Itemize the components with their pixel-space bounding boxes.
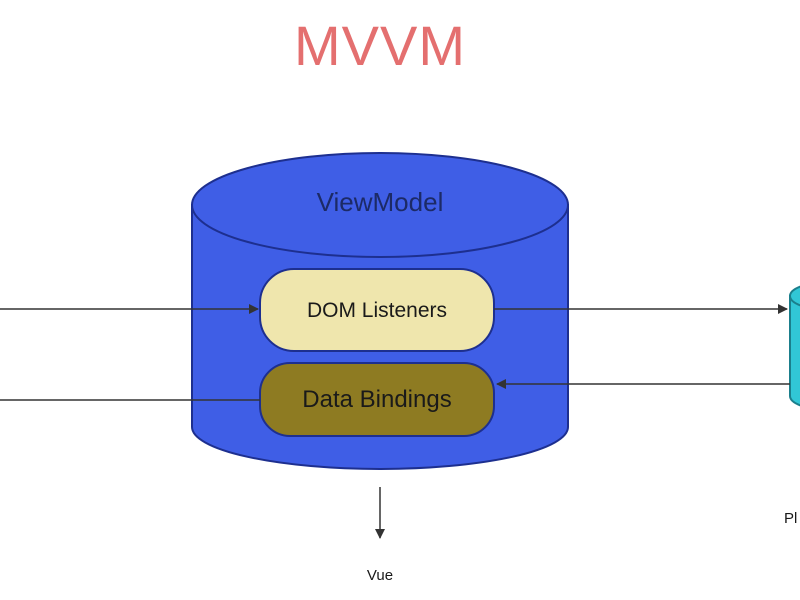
right-partial-label: Pl xyxy=(784,510,798,527)
right-cylinder-top xyxy=(789,285,800,307)
vue-label: Vue xyxy=(366,567,394,584)
dom-listeners-box xyxy=(259,268,495,352)
diagram-title: MVVM xyxy=(294,14,466,77)
viewmodel-cylinder-top xyxy=(191,152,569,258)
right-cylinder xyxy=(789,285,800,407)
dom-listeners-label: DOM Listeners xyxy=(306,299,448,322)
data-bindings-label: Data Bindings xyxy=(302,386,452,413)
right-cylinder-body xyxy=(789,295,800,407)
viewmodel-label: ViewModel xyxy=(316,187,444,217)
